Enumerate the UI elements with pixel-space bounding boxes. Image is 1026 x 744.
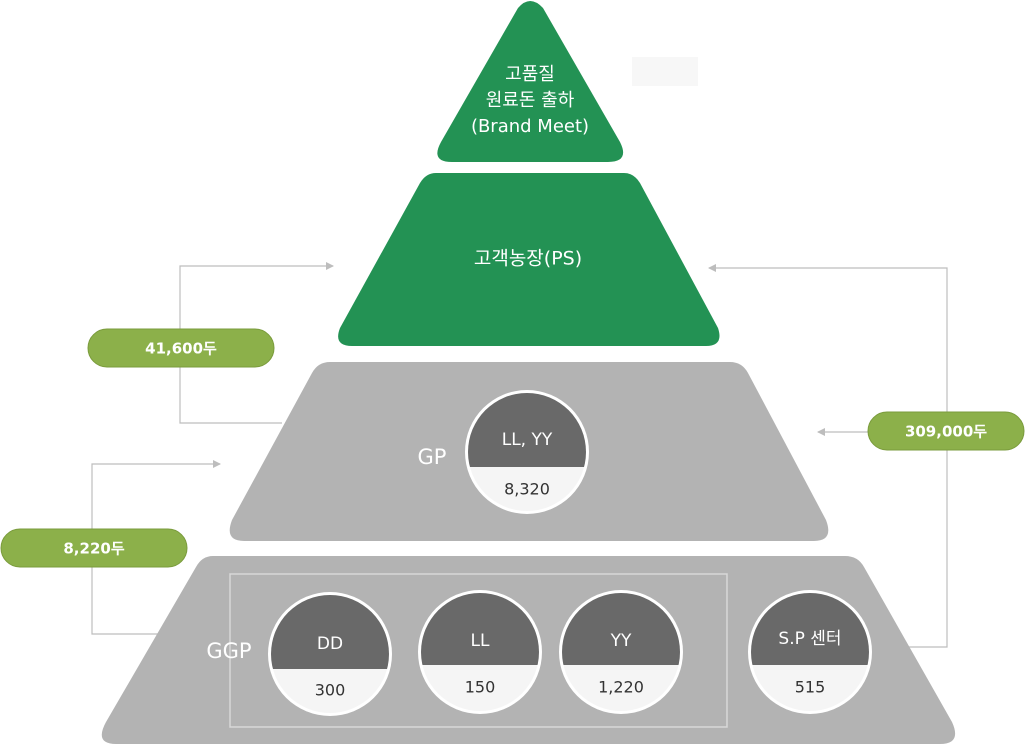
gp-circle-value: 8,320 <box>504 480 550 499</box>
sp-center-value: 515 <box>795 678 826 697</box>
ps-tier-trapezoid <box>338 173 720 346</box>
top-tier-line3: (Brand Meet) <box>471 116 589 137</box>
sp-center-name: S.P 센터 <box>778 629 841 649</box>
badge-ggp-to-gp-text: 8,220두 <box>63 540 124 558</box>
badge-sp-to-tiers-text: 309,000두 <box>905 423 987 441</box>
connector-sp-to-ps <box>708 264 948 648</box>
ggp-circle-ll: LL 150 <box>418 590 542 714</box>
badge-sp-to-tiers: 309,000두 <box>867 411 1025 451</box>
top-tier-line2: 원료돈 출하 <box>486 90 575 111</box>
gp-tier-label: GP <box>418 445 447 469</box>
ggp-circle-dd: DD 300 <box>268 592 392 716</box>
ggp-circle-yy-name: YY <box>610 631 632 651</box>
ggp-circle-dd-value: 300 <box>315 681 346 700</box>
gp-circle-name: LL, YY <box>502 430 553 450</box>
badge-gp-to-ps-text: 41,600두 <box>145 340 217 358</box>
ggp-circle-ll-name: LL <box>471 631 490 651</box>
badge-gp-to-ps: 41,600두 <box>87 328 275 368</box>
ggp-circle-dd-name: DD <box>317 634 343 654</box>
ps-tier-label: 고객농장(PS) <box>474 248 582 270</box>
gp-circle: LL, YY 8,320 <box>465 390 589 514</box>
faint-box <box>632 57 698 86</box>
badge-ggp-to-gp: 8,220두 <box>0 528 188 568</box>
top-tier-triangle <box>437 1 624 162</box>
ggp-circle-yy-value: 1,220 <box>598 678 644 697</box>
ggp-group-box <box>229 573 728 728</box>
ggp-tier-label: GGP <box>206 639 251 663</box>
sp-center-circle: S.P 센터 515 <box>748 590 872 714</box>
top-tier-line1: 고품질 <box>505 64 555 85</box>
ggp-circle-yy: YY 1,220 <box>559 590 683 714</box>
ggp-circle-ll-value: 150 <box>465 678 496 697</box>
